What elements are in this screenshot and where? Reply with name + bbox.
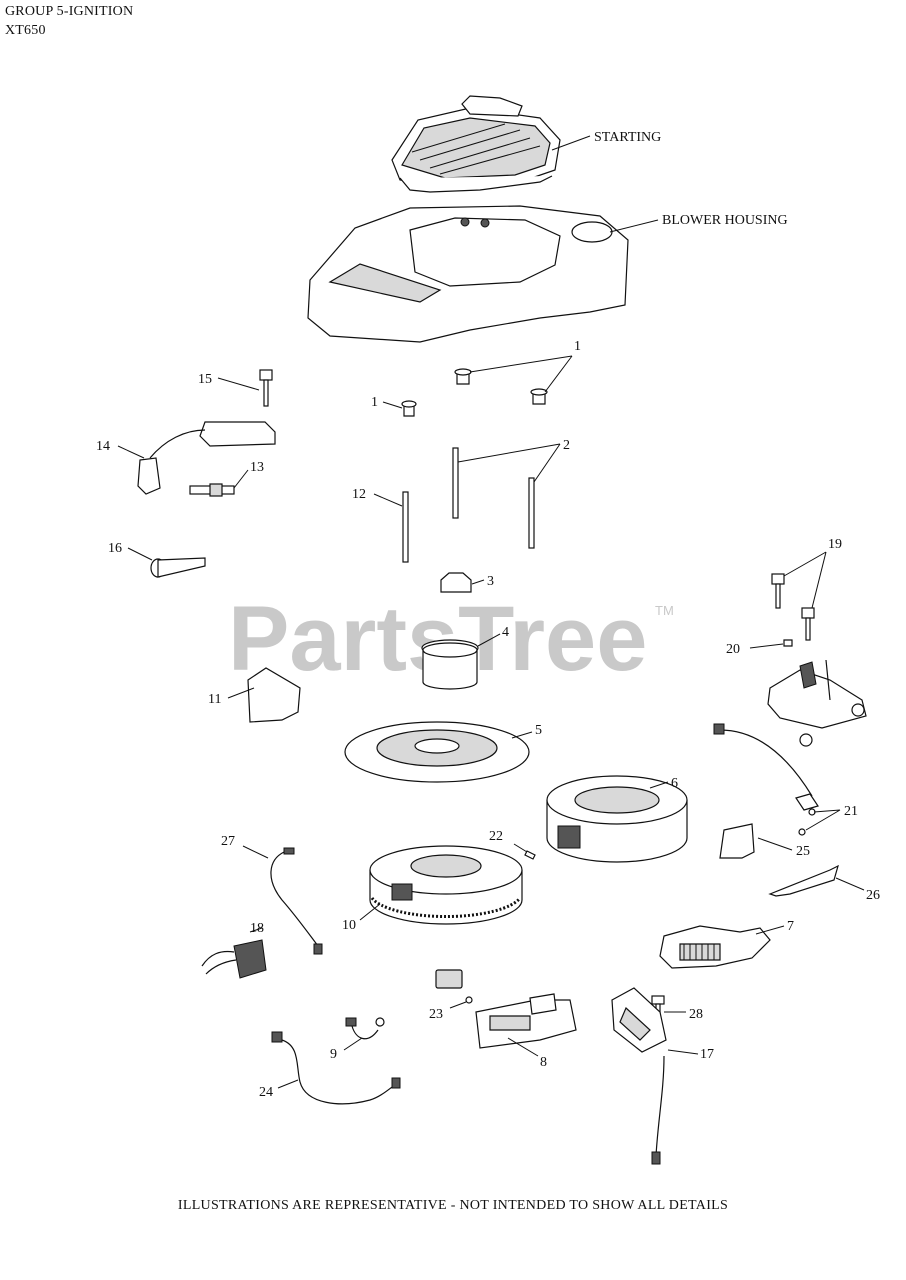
callout-14: 14 bbox=[96, 439, 110, 454]
part-14-ignition-coil bbox=[137, 421, 276, 495]
part-7-armature bbox=[659, 925, 771, 969]
part-10-flywheel-ring-gear bbox=[369, 845, 523, 925]
callout-23: 23 bbox=[429, 1007, 443, 1022]
callout-25: 25 bbox=[796, 844, 810, 859]
callout-6: 6 bbox=[671, 776, 678, 791]
part-23-screw bbox=[465, 996, 473, 1004]
part-25-shield bbox=[719, 823, 755, 859]
callout-1: 1 bbox=[574, 339, 581, 354]
callout-27: 27 bbox=[221, 834, 235, 849]
part-16-spark-boot bbox=[150, 557, 206, 578]
part-26-plate bbox=[768, 864, 839, 897]
callout-16: 16 bbox=[108, 541, 122, 556]
part-3-nut bbox=[440, 572, 472, 593]
callout-1b: 1 bbox=[371, 395, 378, 410]
part-23-pad bbox=[435, 969, 463, 989]
callout-17: 17 bbox=[700, 1047, 714, 1062]
part-20-screw bbox=[783, 639, 793, 647]
part-9-wire bbox=[345, 1017, 385, 1040]
callout-28: 28 bbox=[689, 1007, 703, 1022]
part-12-stud bbox=[402, 491, 409, 563]
part-5-fan bbox=[344, 721, 530, 783]
callout-2: 2 bbox=[563, 438, 570, 453]
callout-24: 24 bbox=[259, 1085, 273, 1100]
part-4-starter-cup bbox=[421, 639, 479, 690]
part-17-coil bbox=[611, 987, 667, 1165]
callout-13: 13 bbox=[250, 460, 264, 475]
callout-21: 21 bbox=[844, 804, 858, 819]
part-22-screw bbox=[524, 850, 536, 860]
callout-3: 3 bbox=[487, 574, 494, 589]
callout-10: 10 bbox=[342, 918, 356, 933]
part-11-bracket bbox=[247, 667, 301, 723]
blower-housing-label: BLOWER HOUSING bbox=[662, 213, 788, 228]
callout-22: 22 bbox=[489, 829, 503, 844]
disclaimer-footer: ILLUSTRATIONS ARE REPRESENTATIVE - NOT I… bbox=[177, 1198, 729, 1213]
callout-9: 9 bbox=[330, 1047, 337, 1062]
part-13-spark-plug bbox=[189, 483, 235, 497]
part-6-flywheel bbox=[546, 775, 688, 863]
callout-20: 20 bbox=[726, 642, 740, 657]
part-19-bolts bbox=[771, 573, 815, 641]
part-8-module-bracket bbox=[475, 993, 577, 1049]
callout-15: 15 bbox=[198, 372, 212, 387]
part-21-screws bbox=[798, 808, 816, 836]
callout-7: 7 bbox=[787, 919, 794, 934]
part-2-studs bbox=[452, 447, 535, 549]
governor-bracket-assembly bbox=[713, 659, 867, 811]
part-24-wire bbox=[271, 1031, 401, 1105]
part-27-wire bbox=[270, 847, 323, 955]
page-title: GROUP 5-IGNITION bbox=[5, 4, 134, 19]
part-15-bolt bbox=[259, 369, 273, 407]
starting-label: STARTING bbox=[594, 130, 661, 145]
callout-5: 5 bbox=[535, 723, 542, 738]
part-1-grommets bbox=[401, 368, 548, 417]
blower-housing bbox=[307, 205, 629, 343]
callout-11: 11 bbox=[208, 692, 221, 707]
callout-26: 26 bbox=[866, 888, 880, 903]
callout-18: 18 bbox=[250, 921, 264, 936]
watermark-tm: TM bbox=[655, 603, 674, 618]
callout-8: 8 bbox=[540, 1055, 547, 1070]
callout-12: 12 bbox=[352, 487, 366, 502]
callout-19: 19 bbox=[828, 537, 842, 552]
recoil-starter bbox=[391, 95, 561, 193]
callout-4: 4 bbox=[502, 625, 509, 640]
model-number: XT650 bbox=[5, 23, 46, 38]
part-18-harness bbox=[201, 939, 267, 979]
